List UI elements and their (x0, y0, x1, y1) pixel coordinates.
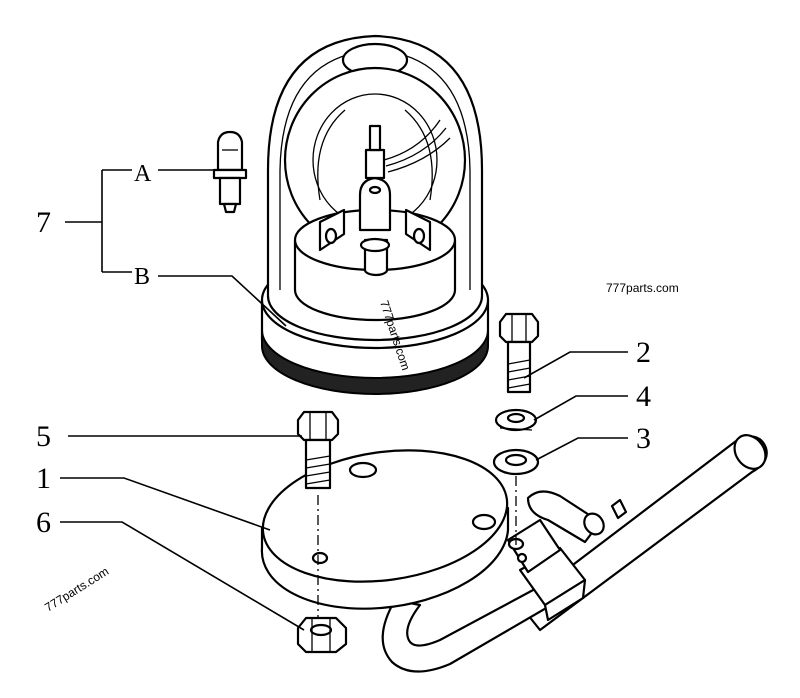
callout-A: A (134, 161, 152, 187)
bulb (212, 130, 248, 214)
bolt-right (498, 312, 540, 394)
callout-6: 6 (36, 506, 51, 539)
flat-washer (492, 448, 540, 476)
lock-washer (494, 408, 538, 432)
nut (296, 616, 348, 654)
callout-4: 4 (636, 380, 651, 413)
mounting-tube (381, 434, 768, 673)
watermark-left: 777parts.com (42, 564, 111, 614)
leader-lines (60, 169, 628, 631)
callout-1: 1 (36, 462, 51, 495)
base-plate (260, 449, 525, 610)
callout-2: 2 (636, 336, 651, 369)
callout-3: 3 (636, 422, 651, 455)
callout-5: 5 (36, 420, 51, 453)
watermark-right: 777parts.com (606, 281, 679, 295)
callout-7: 7 (36, 206, 51, 239)
bolt-left (296, 410, 340, 490)
rotating-beacon (260, 34, 490, 395)
callout-B: B (134, 264, 150, 290)
